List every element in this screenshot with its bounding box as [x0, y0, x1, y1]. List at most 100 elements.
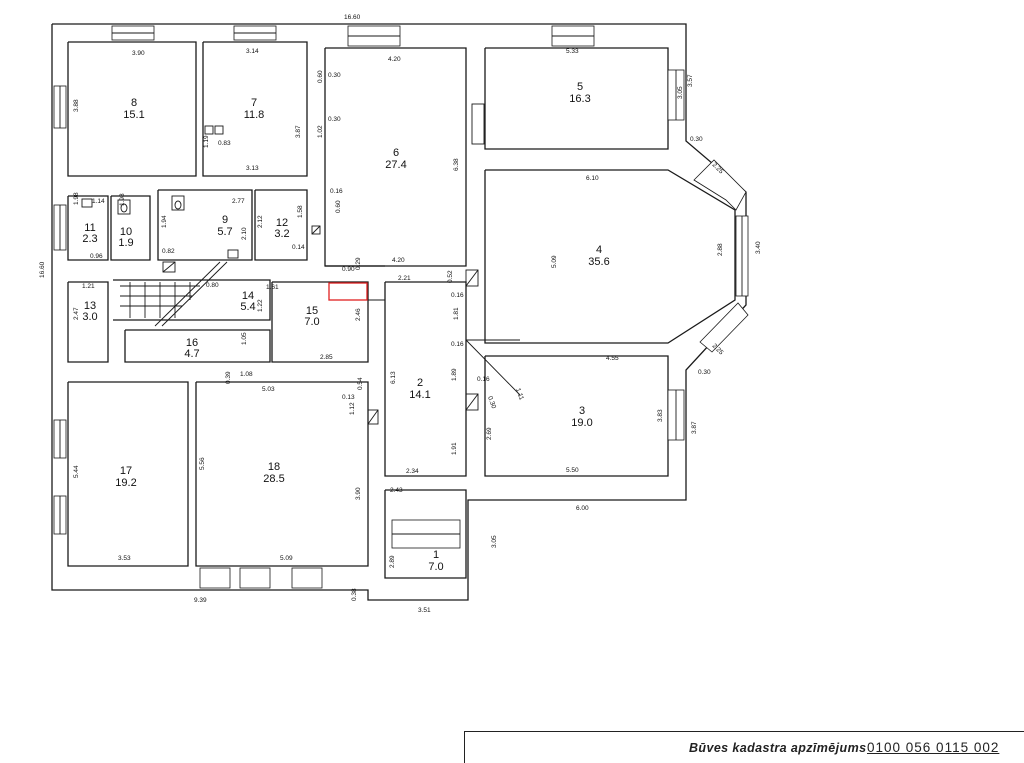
dimension-label: 0.80: [206, 282, 219, 289]
dimension-label: 5.50: [566, 467, 579, 474]
room-number: 16: [186, 337, 198, 349]
room-area: 35.6: [588, 256, 609, 268]
dimension-label: 16.60: [39, 261, 46, 278]
room-area: 19.2: [115, 477, 136, 489]
cadastral-code: 0100 056 0115 002: [867, 740, 1000, 755]
room-number: 10: [120, 226, 132, 238]
dimension-label: 0.60: [335, 200, 342, 213]
dimension-label: 1.05: [241, 332, 248, 345]
room-area: 1.9: [118, 237, 133, 249]
dimension-label: 1.14: [92, 198, 105, 205]
dimension-label: 3.90: [355, 487, 362, 500]
dimension-label: 0.82: [162, 248, 175, 255]
dimension-label: 1.08: [240, 371, 253, 378]
dimension-label: 0.16: [477, 376, 490, 383]
room-area: 5.4: [240, 301, 255, 313]
dimension-label: 5.44: [73, 465, 80, 478]
room-area: 28.5: [263, 473, 284, 485]
dimension-label: 0.29: [355, 257, 362, 270]
dimension-label: 0.30: [690, 136, 703, 143]
dimension-label: 1.98: [119, 193, 126, 206]
dimension-label: 3.87: [295, 125, 302, 138]
dimension-label: 4.55: [606, 355, 619, 362]
dimension-labels: 16.60 3.90 3.14 4.20 5.33 3.88 3.87 3.13 0.30 0.6…: [39, 14, 762, 614]
room-number: 3: [579, 405, 585, 417]
room-number: 14: [242, 290, 254, 302]
dimension-label: 5.09: [280, 555, 293, 562]
room-area: 7.0: [304, 316, 319, 328]
dimension-label: 1.19: [203, 135, 210, 148]
dimension-label: 1.02: [317, 125, 324, 138]
dimension-label: 1.91: [451, 442, 458, 455]
dimension-label: 0.14: [292, 244, 305, 251]
room-area: 19.0: [571, 417, 592, 429]
dimension-label: 3.13: [246, 165, 259, 172]
dimension-label: 2.77: [232, 198, 245, 205]
room-area: 3.2: [274, 228, 289, 240]
room-area: 15.1: [123, 109, 144, 121]
room-number: 9: [222, 214, 228, 226]
dimension-label: 1.81: [453, 307, 460, 320]
dimension-label: 3.51: [418, 607, 431, 614]
room-number: 6: [393, 147, 399, 159]
dimension-label: 2.21: [398, 275, 411, 282]
dimension-label: 0.39: [225, 371, 232, 384]
dimension-label: 2.43: [390, 487, 403, 494]
dimension-label: 0.30: [486, 395, 497, 410]
dimension-label: 6.13: [390, 371, 397, 384]
dimension-label: 2.85: [320, 354, 333, 361]
dimension-label: 5.03: [262, 386, 275, 393]
dimension-label: 9.39: [194, 597, 207, 604]
dimension-label: 6.10: [586, 175, 599, 182]
dimension-label: 0.16: [451, 292, 464, 299]
dimension-label: 0.60: [317, 70, 324, 83]
room-area: 27.4: [385, 159, 406, 171]
dimension-label: 0.52: [447, 270, 454, 283]
room-number: 7: [251, 97, 257, 109]
room-number: 5: [577, 81, 583, 93]
highlight-marker: [328, 282, 368, 301]
dimension-label: 1.89: [451, 368, 458, 381]
title-block: Būves kadastra apzīmējums 0100 056 0115 …: [464, 731, 1024, 763]
dimension-label: 3.87: [691, 421, 698, 434]
dimension-label: 1.58: [297, 205, 304, 218]
room-number: 1: [433, 549, 439, 561]
dimension-label: 16.60: [344, 14, 361, 21]
room-number: 2: [417, 377, 423, 389]
dimension-label: 2.34: [406, 468, 419, 475]
room-number: 12: [276, 217, 288, 229]
windows: [53, 25, 749, 589]
dimension-label: 3.83: [657, 409, 664, 422]
dimension-label: 2.12: [257, 215, 264, 228]
room-number: 15: [306, 305, 318, 317]
dimension-label: 3.90: [132, 50, 145, 57]
room-area: 11.8: [244, 109, 265, 121]
dimension-label: 3.14: [246, 48, 259, 55]
room-number: 8: [131, 97, 137, 109]
dimension-label: 3.05: [677, 86, 684, 99]
dimension-label: 3.53: [118, 555, 131, 562]
room-number: 18: [268, 461, 280, 473]
dimension-label: 0.38: [351, 588, 358, 601]
room-number: 4: [596, 244, 602, 256]
room-area: 4.7: [184, 348, 199, 360]
dimension-label: 2.47: [73, 307, 80, 320]
dimension-label: 3.88: [73, 99, 80, 112]
fixtures: [81, 103, 485, 425]
cadastral-label: Būves kadastra apzīmējums: [689, 741, 867, 755]
dimension-label: 1.21: [82, 283, 95, 290]
room-area: 2.3: [82, 233, 97, 245]
dimension-label: 6.38: [453, 158, 460, 171]
dimension-label: 1.22: [257, 299, 264, 312]
dimension-label: 0.13: [342, 394, 355, 401]
room-number: 17: [120, 465, 132, 477]
dimension-label: 3.40: [755, 241, 762, 254]
dimension-label: 4.20: [392, 257, 405, 264]
room-area: 3.0: [82, 311, 97, 323]
dimension-label: 4.20: [388, 56, 401, 63]
dimension-label: 1.94: [161, 215, 168, 228]
dimension-label: 5.33: [566, 48, 579, 55]
dimension-label: 0.96: [90, 253, 103, 260]
dimension-label: 3.57: [687, 74, 694, 87]
